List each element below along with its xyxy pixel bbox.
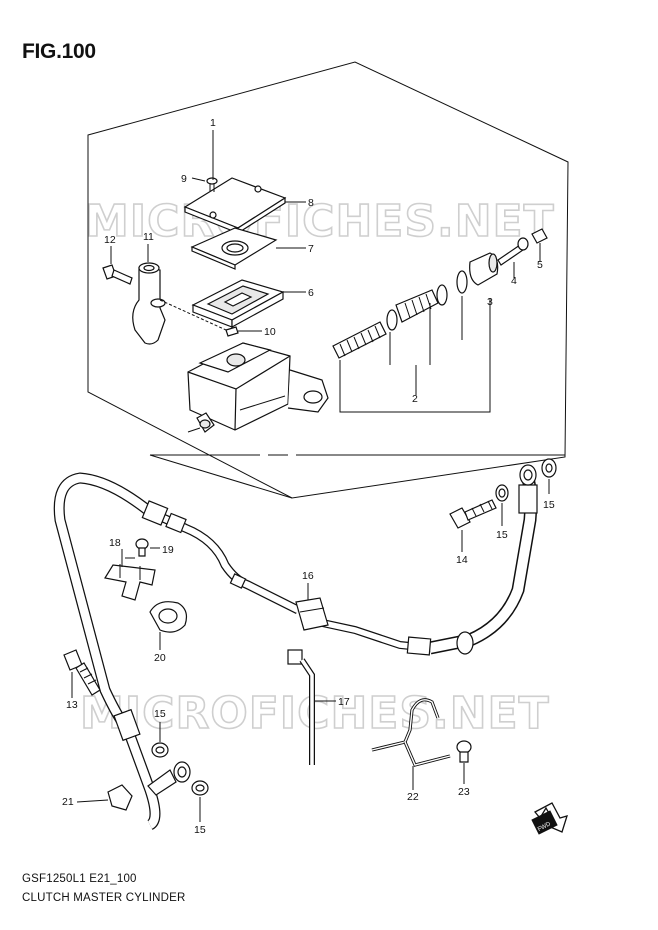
callout-9: 9 [181, 173, 187, 185]
callout-2: 2 [412, 393, 418, 405]
holder-clamp [132, 262, 166, 345]
hose-clamp-20 [149, 601, 188, 633]
callout-21: 21 [62, 796, 74, 808]
figure-title: FIG.100 [22, 40, 96, 63]
hose-clamp-16 [295, 597, 329, 631]
callout-15d: 15 [194, 824, 206, 836]
cap-screw [206, 177, 218, 192]
callout-7: 7 [308, 243, 314, 255]
piston-boot [456, 252, 499, 294]
callout-16: 16 [302, 570, 314, 582]
diaphragm-plate [190, 227, 278, 270]
callout-11: 11 [143, 231, 154, 243]
callout-15b: 15 [496, 529, 508, 541]
hose-clip-21 [107, 784, 133, 811]
push-rod [497, 237, 529, 266]
callout-8: 8 [308, 197, 314, 209]
callout-4: 4 [511, 275, 517, 287]
callout-15c: 15 [154, 708, 166, 720]
clutch-hose [53, 464, 538, 830]
piston-assembly [332, 284, 448, 359]
clamp-bolt [102, 264, 133, 285]
callout-23: 23 [458, 786, 470, 798]
bracket-bolt-23 [456, 740, 472, 763]
leader-lines-upper [110, 130, 541, 413]
reservoir-cap [183, 177, 287, 235]
leader-lines-lower [71, 479, 550, 822]
push-rod-nut [531, 228, 548, 244]
bracket-bolt [135, 538, 149, 557]
banjo-bolt-14 [449, 499, 497, 529]
figure-name: CLUTCH MASTER CYLINDER [22, 892, 186, 904]
banjo-bolt-13 [63, 649, 101, 696]
callout-22: 22 [407, 791, 419, 803]
plate-clip [225, 326, 239, 337]
assembly-outline [87, 61, 569, 499]
callout-20: 20 [154, 652, 166, 664]
master-cylinder-body [187, 342, 329, 433]
wire-bracket [371, 698, 451, 767]
callout-10: 10 [264, 326, 276, 338]
washers-15 [151, 458, 557, 796]
hose-bracket [104, 564, 156, 601]
forward-arrow-icon: FWD [531, 802, 568, 835]
callout-3: 3 [487, 296, 493, 308]
figure-model-code: GSF1250L1 E21_100 [22, 873, 137, 885]
callout-1: 1 [210, 117, 216, 129]
callout-5: 5 [537, 259, 543, 271]
callout-12: 12 [104, 234, 116, 246]
cable-tie [287, 649, 315, 765]
callout-17: 17 [338, 696, 350, 708]
callout-19: 19 [162, 544, 174, 556]
diaphragm [191, 279, 285, 329]
callout-13: 13 [66, 699, 78, 711]
callout-15a: 15 [543, 499, 555, 511]
callout-18: 18 [109, 537, 121, 549]
watermark-top: MICROFICHES.NET [85, 196, 555, 247]
callout-6: 6 [308, 287, 314, 299]
callout-14: 14 [456, 554, 468, 566]
